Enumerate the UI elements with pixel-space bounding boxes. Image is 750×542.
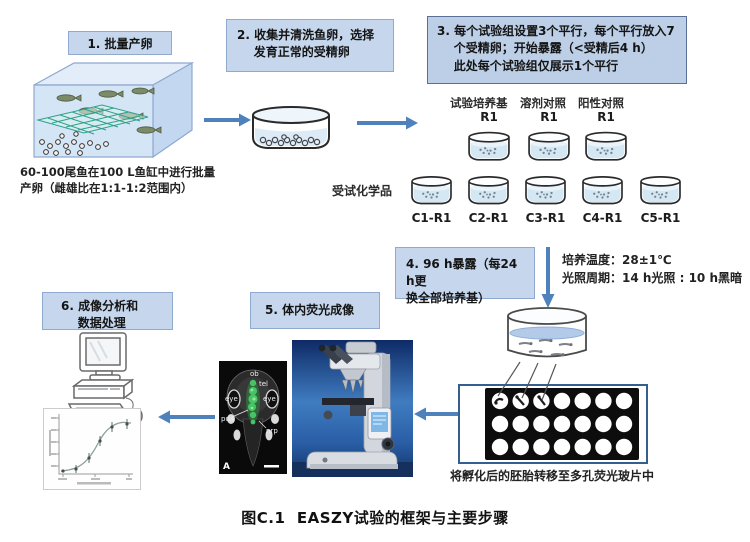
well-plate-frame (458, 384, 648, 464)
chemical-group-label: 受试化学品 (332, 184, 393, 198)
replicate-label-2: R1 (540, 110, 558, 124)
exposure-dish (507, 307, 587, 358)
microscope-photo (292, 340, 413, 477)
chemical-dish-3 (525, 176, 566, 205)
replicate-dish-2 (528, 131, 570, 161)
chemical-label-3: C3-R1 (525, 211, 566, 225)
egg-collection-dish (252, 106, 330, 149)
culture-conditions: 培养温度：28±1℃ 光照周期：14 h光照 : 10 h黑暗 (562, 253, 742, 285)
step1-box: 1. 批量产卵 (68, 31, 172, 55)
step2-box: 2. 收集并清洗鱼卵，选择 发育正常的受精卵 (226, 19, 394, 72)
chemical-label-1: C1-R1 (411, 211, 452, 225)
group-header-medium: 试验培养基 (450, 96, 508, 110)
chemical-dish-2 (468, 176, 509, 205)
label-ob: ob (250, 370, 259, 378)
replicate-label-3: R1 (597, 110, 615, 124)
group-header-positive: 阳性对照 (578, 96, 624, 110)
scale-bar (264, 465, 279, 468)
transfer-lines (497, 361, 557, 401)
chemical-label-2: C2-R1 (468, 211, 509, 225)
label-nrp: nrp (266, 427, 278, 435)
step6-box: 6. 成像分析和 数据处理 (42, 292, 173, 330)
chemical-dish-4 (582, 176, 623, 205)
egg-icons (39, 131, 109, 156)
collected-eggs (259, 134, 321, 147)
well-plate (485, 388, 639, 460)
replicate-dish-1 (468, 131, 510, 161)
panel-letter: A (223, 462, 230, 472)
flow-arrow-3 (414, 407, 459, 421)
flow-arrow-4 (158, 410, 215, 424)
flow-arrow-2 (357, 116, 418, 130)
dose-response-chart (43, 408, 141, 490)
tank-note: 60-100尾鱼在100 L鱼缸中进行批量 产卵（雌雄比在1:1-1:2范围内） (20, 165, 216, 195)
step3-box: 3. 每个试验组设置3个平行，每个平行放入7 个受精卵；开始暴露（<受精后4 h… (427, 16, 687, 84)
plate-note: 将孵化后的胚胎转移至多孔荧光玻片中 (450, 469, 655, 483)
label-tel: tel (259, 380, 268, 388)
chemical-label-4: C4-R1 (582, 211, 623, 225)
chemical-label-5: C5-R1 (640, 211, 681, 225)
flow-arrow-down (541, 247, 555, 308)
label-eye-right: eye (263, 395, 276, 403)
figure-caption: 图C.1 EASZY试验的框架与主要步骤 (241, 509, 509, 527)
fish-tank-illustration (33, 61, 195, 159)
replicate-dish-3 (585, 131, 627, 161)
step4-box: 4. 96 h暴露（每24 h更 换全部培养基） (395, 247, 535, 305)
label-eye-left: eye (225, 395, 238, 403)
fluorescence-micrograph: ob tel eye eye poa nrp A (219, 361, 287, 474)
label-poa: poa (221, 415, 234, 423)
replicate-label-1: R1 (480, 110, 498, 124)
chemical-dish-1 (411, 176, 452, 205)
spawning-grid (36, 104, 149, 135)
step5-box: 5. 体内荧光成像 (250, 292, 380, 329)
flow-arrow-1 (204, 113, 251, 127)
chemical-dish-5 (640, 176, 681, 205)
group-header-solvent: 溶剂对照 (520, 96, 566, 110)
